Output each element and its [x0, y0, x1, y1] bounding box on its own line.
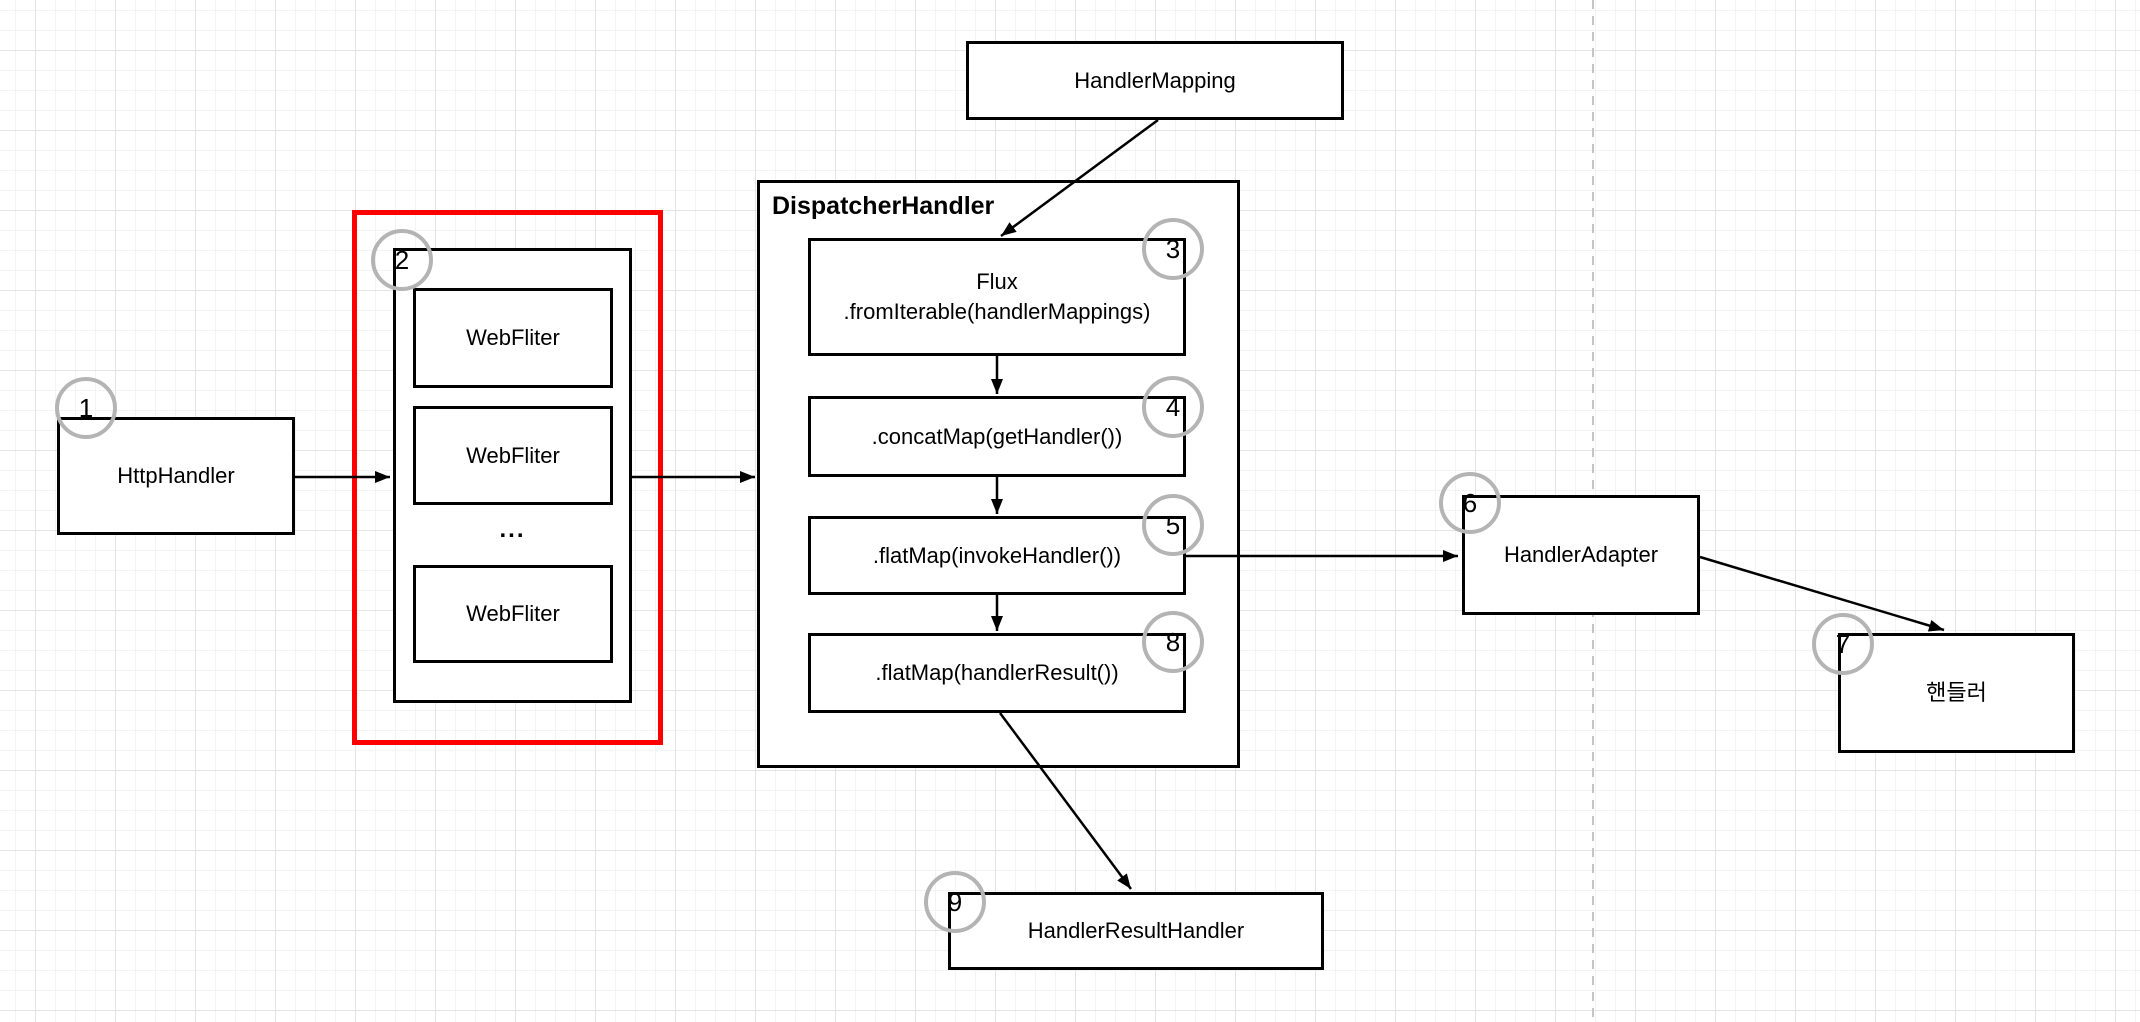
node-handler-korean-label: 핸들러 — [1926, 680, 1987, 706]
node-handler-korean[interactable]: 핸들러 — [1838, 633, 2075, 753]
node-flatmap-invokehandler-label: .flatMap(invokeHandler()) — [872, 542, 1122, 568]
node-webfliter-1-label: WebFliter — [466, 325, 560, 351]
webfilters-ellipsis: ... — [499, 516, 526, 543]
badge-2[interactable]: 2 — [371, 229, 433, 291]
node-webfliter-2-label: WebFliter — [466, 442, 560, 468]
node-concatmap-gethandler-label: .concatMap(getHandler()) — [871, 423, 1123, 449]
node-webfliter-2[interactable]: WebFliter — [413, 406, 613, 505]
node-flatmap-handlerresult[interactable]: .flatMap(handlerResult()) — [808, 633, 1186, 713]
badge-6[interactable]: 6 — [1439, 472, 1501, 534]
badge-1[interactable]: 1 — [55, 377, 117, 439]
node-handler-mapping[interactable]: HandlerMapping — [966, 41, 1344, 120]
node-webfliter-3-label: WebFliter — [466, 601, 560, 627]
node-flatmap-invokehandler[interactable]: .flatMap(invokeHandler()) — [808, 516, 1186, 595]
node-handler-result-handler-label: HandlerResultHandler — [1027, 918, 1245, 944]
node-webfliter-3[interactable]: WebFliter — [413, 565, 613, 663]
badge-8[interactable]: 8 — [1142, 611, 1204, 673]
node-handler-adapter-label: HandlerAdapter — [1503, 542, 1659, 568]
badge-5[interactable]: 5 — [1142, 494, 1204, 556]
node-flux-fromiterable-line2: .fromIterable(handlerMappings) — [843, 299, 1151, 324]
badge-7[interactable]: 7 — [1812, 613, 1874, 675]
badge-3[interactable]: 3 — [1142, 218, 1204, 280]
badge-9[interactable]: 9 — [924, 871, 986, 933]
node-handler-adapter[interactable]: HandlerAdapter — [1462, 495, 1700, 615]
node-http-handler-label: HttpHandler — [117, 463, 235, 489]
node-concatmap-gethandler[interactable]: .concatMap(getHandler()) — [808, 396, 1186, 477]
node-flux-fromiterable[interactable]: Flux .fromIterable(handlerMappings) — [808, 238, 1186, 356]
dispatcher-handler-title: DispatcherHandler — [772, 192, 995, 220]
node-flux-fromiterable-line1: Flux — [976, 269, 1018, 295]
badge-4[interactable]: 4 — [1142, 376, 1204, 438]
node-webfliter-1[interactable]: WebFliter — [413, 288, 613, 388]
node-flatmap-handlerresult-label: .flatMap(handlerResult()) — [875, 660, 1119, 686]
node-handler-mapping-label: HandlerMapping — [1074, 67, 1236, 93]
node-handler-result-handler[interactable]: HandlerResultHandler — [948, 892, 1324, 970]
arrow-handleradapter-to-handler — [1699, 555, 1945, 632]
